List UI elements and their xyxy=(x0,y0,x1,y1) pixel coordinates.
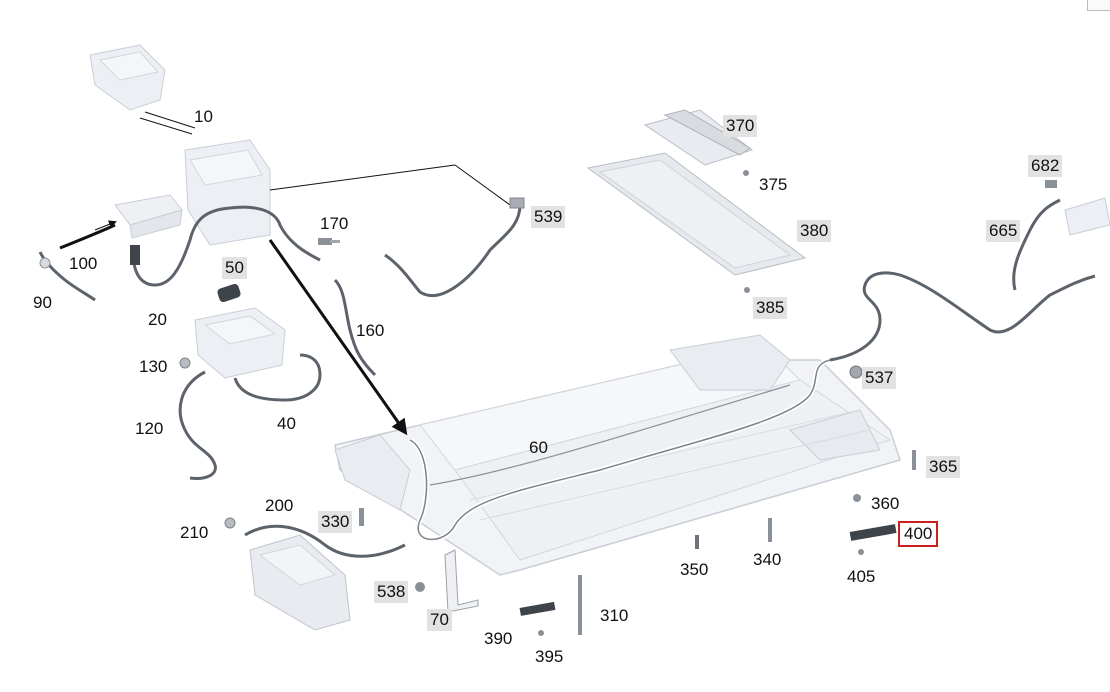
cable-665 xyxy=(1012,198,1061,291)
nut-360 xyxy=(853,494,861,502)
screw-385 xyxy=(744,287,750,293)
cable-537 xyxy=(829,271,1096,362)
callout-20[interactable]: 20 xyxy=(148,310,167,329)
bracket-400 xyxy=(849,524,897,541)
bolt-365 xyxy=(912,450,916,470)
callout-40[interactable]: 40 xyxy=(277,414,296,433)
control-unit xyxy=(184,139,271,246)
rail-370 xyxy=(643,109,754,166)
callout-120[interactable]: 120 xyxy=(135,419,164,438)
callout-90[interactable]: 90 xyxy=(33,293,52,312)
clip-130 xyxy=(179,357,191,369)
module-10 xyxy=(89,44,166,111)
drive-unit xyxy=(249,534,351,631)
callout-370[interactable]: 370 xyxy=(723,115,758,137)
callout-375[interactable]: 375 xyxy=(759,175,788,194)
callout-160[interactable]: 160 xyxy=(356,321,385,340)
corner-toggle[interactable] xyxy=(1087,0,1110,11)
callout-10[interactable]: 10 xyxy=(194,107,213,126)
clip-405 xyxy=(858,549,864,555)
bracket-100 xyxy=(114,194,183,239)
clip-210 xyxy=(224,517,236,529)
cable-200 xyxy=(244,524,406,558)
callout-200[interactable]: 200 xyxy=(265,496,294,515)
nut-537 xyxy=(849,365,863,379)
callout-385[interactable]: 385 xyxy=(753,297,788,319)
cable-20 xyxy=(132,205,321,287)
nut-538 xyxy=(415,582,425,592)
module-665 xyxy=(1064,197,1110,236)
cover-plate-380 xyxy=(586,152,807,276)
callout-537[interactable]: 537 xyxy=(862,367,897,389)
callout-365[interactable]: 365 xyxy=(926,456,961,478)
bracket-70 xyxy=(444,549,479,613)
callout-360[interactable]: 360 xyxy=(871,494,900,513)
callout-405[interactable]: 405 xyxy=(847,567,876,586)
callout-665[interactable]: 665 xyxy=(986,220,1021,242)
bolt-170 xyxy=(318,238,340,245)
battery-pack xyxy=(334,334,901,576)
callout-400-selected[interactable]: 400 xyxy=(898,521,939,547)
cable-40 xyxy=(233,353,322,402)
callout-682[interactable]: 682 xyxy=(1028,155,1063,177)
callout-395[interactable]: 395 xyxy=(535,647,564,666)
clip-395 xyxy=(538,630,544,636)
junction-box xyxy=(194,307,286,379)
callout-390[interactable]: 390 xyxy=(484,629,513,648)
cable-539 xyxy=(384,204,522,297)
callout-130[interactable]: 130 xyxy=(139,357,168,376)
callout-310[interactable]: 310 xyxy=(600,606,629,625)
callout-330[interactable]: 330 xyxy=(318,511,353,533)
callout-538[interactable]: 538 xyxy=(374,581,409,603)
callout-350[interactable]: 350 xyxy=(680,560,709,579)
callout-50[interactable]: 50 xyxy=(222,257,247,279)
cable-160 xyxy=(333,278,377,377)
callout-380[interactable]: 380 xyxy=(797,220,832,242)
bolt-340 xyxy=(768,518,772,542)
callout-210[interactable]: 210 xyxy=(180,523,209,542)
screw-375 xyxy=(743,170,749,176)
callout-100[interactable]: 100 xyxy=(69,254,98,273)
bolt-682 xyxy=(1045,180,1057,188)
callout-539[interactable]: 539 xyxy=(531,206,566,228)
bolt-350 xyxy=(695,535,699,549)
callout-60[interactable]: 60 xyxy=(529,438,548,457)
bracket-390 xyxy=(519,601,556,616)
cable-120 xyxy=(178,370,217,480)
bolt-310 xyxy=(578,575,582,635)
callout-340[interactable]: 340 xyxy=(753,550,782,569)
sleeve-50 xyxy=(217,283,241,303)
bolt-330 xyxy=(359,508,364,526)
callout-70[interactable]: 70 xyxy=(427,609,452,631)
callout-170[interactable]: 170 xyxy=(320,214,349,233)
